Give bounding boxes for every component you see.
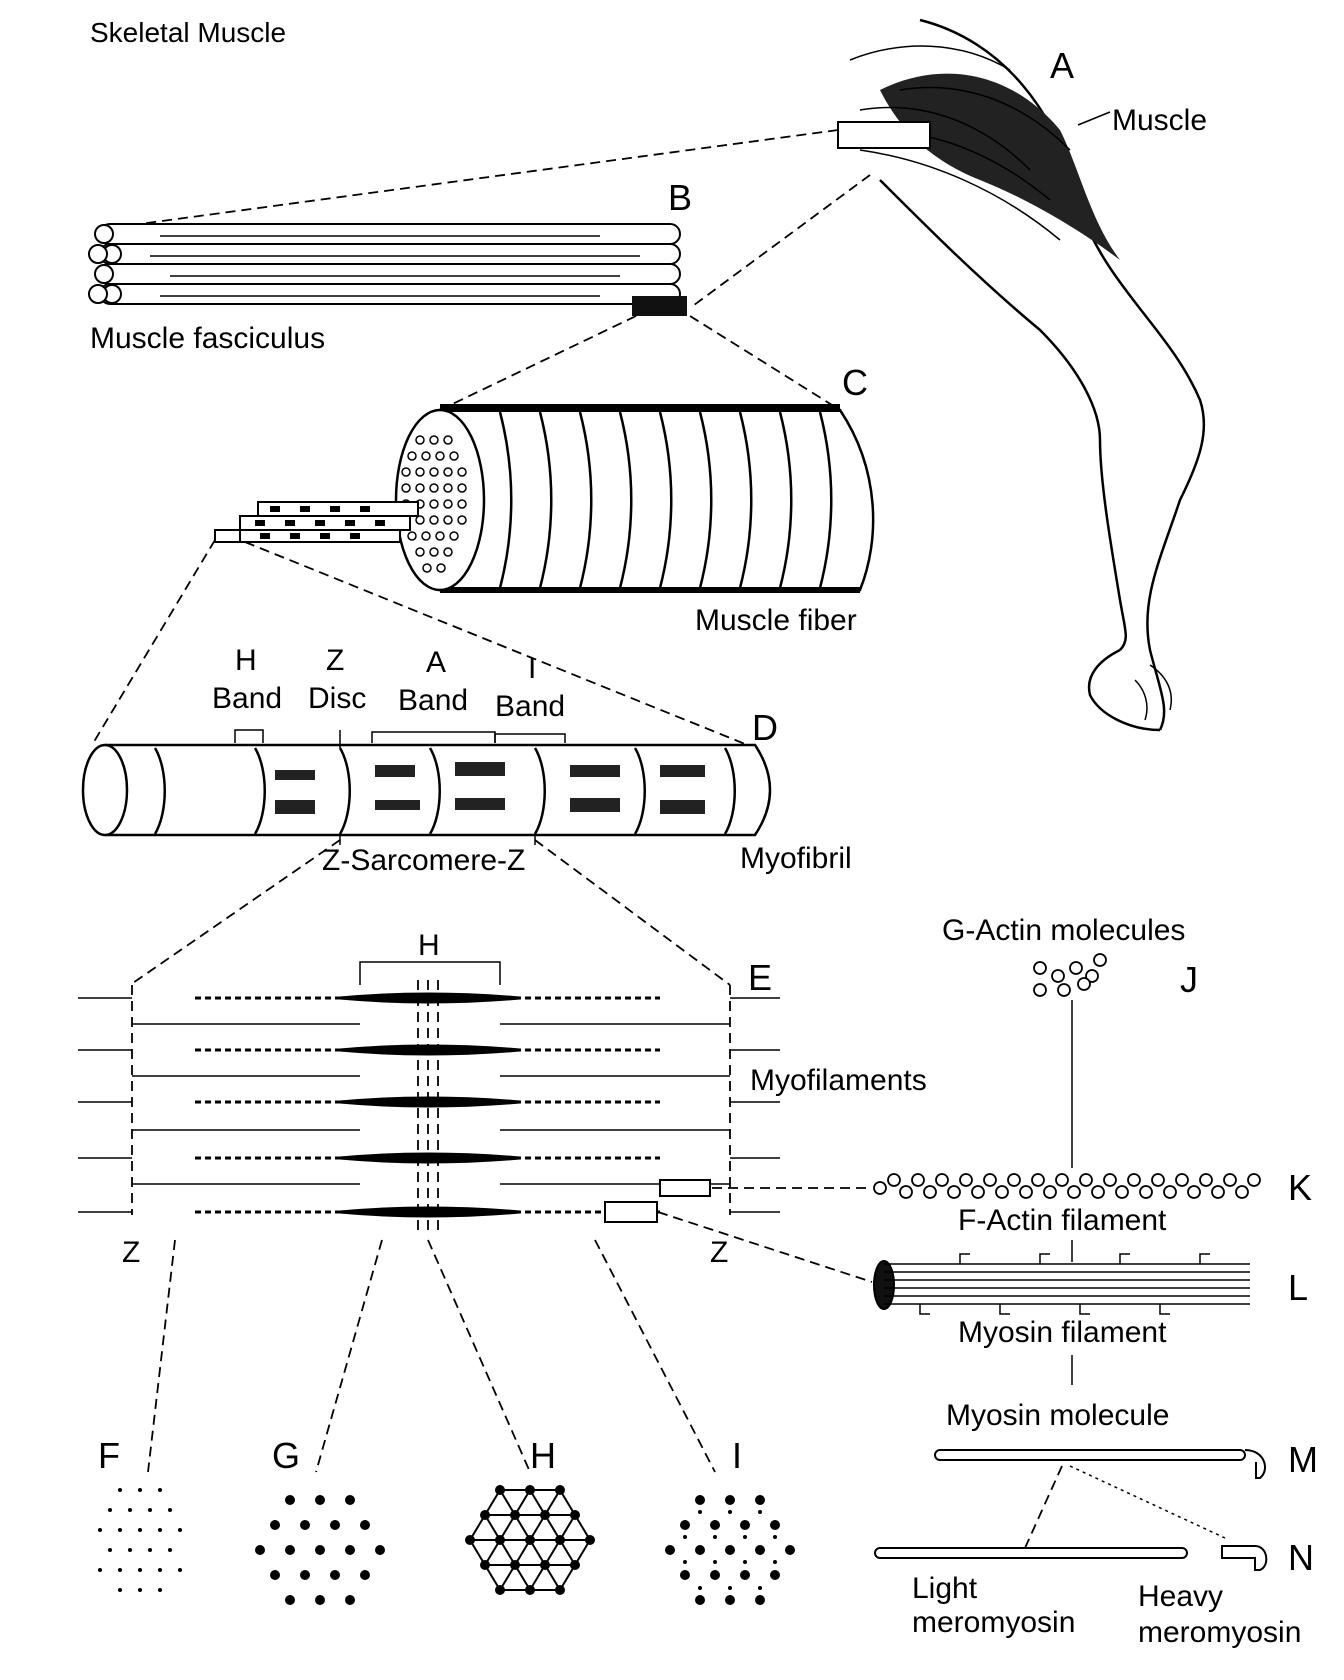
label-a: A [1050, 45, 1074, 86]
sarcomere-illustration [78, 961, 780, 1235]
label-myosin-molecule: Myosin molecule [946, 1399, 1169, 1432]
muscle-fiber-illustration [214, 404, 875, 593]
label-m: M [1288, 1439, 1318, 1480]
label-myosin-filament: Myosin filament [958, 1316, 1167, 1349]
leader-to-section-i [594, 1239, 716, 1473]
cross-section-h [465, 1485, 595, 1595]
label-sarcomere: Z-Sarcomere-Z [322, 844, 525, 877]
leader-fiber-to-myofibril-left [91, 539, 216, 746]
label-e: E [748, 957, 772, 998]
label-h-band-line1: H [235, 644, 257, 677]
label-i: I [732, 1435, 742, 1476]
cross-section-i [665, 1495, 795, 1605]
leader-to-section-f [147, 1239, 176, 1473]
label-l: L [1288, 1267, 1308, 1308]
label-k: K [1288, 1167, 1312, 1208]
label-h-band-line2: Band [212, 682, 282, 715]
label-heavy-line1: Heavy [1138, 1580, 1223, 1613]
myosin-filament-illustration [873, 1253, 1250, 1315]
leader-to-section-g [315, 1239, 383, 1473]
leader-to-section-h [427, 1239, 531, 1473]
label-f-actin-filament: F-Actin filament [958, 1204, 1167, 1237]
label-g: G [272, 1435, 300, 1476]
label-muscle-fiber: Muscle fiber [695, 604, 857, 637]
label-muscle: Muscle [1112, 104, 1207, 137]
label-i-band-line2: Band [495, 690, 565, 723]
label-i-band-line1: I [528, 652, 536, 685]
myosin-molecule-illustration [934, 1449, 1266, 1479]
myofibril-illustration [81, 729, 772, 845]
leader-fiber-to-myofibril-right [244, 541, 756, 749]
label-f: F [98, 1435, 120, 1476]
label-z-disc-line1: Z [326, 644, 344, 677]
label-b: B [668, 177, 692, 218]
leader-myofibril-to-sarcomere-left [129, 839, 341, 986]
label-a-band-line1: A [426, 646, 446, 679]
g-actin-molecules-illustration [1033, 953, 1107, 997]
label-a-band-line2: Band [398, 684, 468, 717]
label-z-disc-line2: Disc [308, 682, 366, 715]
cross-section-f [98, 1488, 182, 1592]
label-n: N [1288, 1537, 1314, 1578]
label-light-line1: Light [912, 1572, 978, 1605]
label-myofibril: Myofibril [740, 842, 852, 875]
label-light-line2: meromyosin [912, 1606, 1075, 1639]
leader-fasciculus-to-fiber-right [689, 315, 841, 411]
arm-illustration [837, 18, 1206, 732]
f-actin-filament-illustration [873, 1173, 1261, 1199]
leader-arm-to-fasciculus-top [109, 129, 839, 229]
leader-m-to-light [1024, 1465, 1063, 1549]
label-h-zone: H [418, 929, 440, 962]
leader-m-to-heavy [1069, 1465, 1226, 1539]
label-j: J [1180, 959, 1198, 1000]
label-muscle-fasciculus: Muscle fasciculus [90, 322, 325, 355]
label-z-left: Z [122, 1236, 140, 1269]
label-h: H [530, 1435, 556, 1476]
meromyosin-illustration [874, 1545, 1268, 1571]
leader-myofibril-to-sarcomere-right [534, 839, 731, 986]
cross-section-g [255, 1495, 385, 1605]
muscle-fasciculus-illustration [88, 223, 687, 316]
leader-to-myosin-filament [657, 1211, 873, 1283]
label-myofilaments: Myofilaments [750, 1064, 927, 1097]
leader-fasciculus-to-fiber-left [439, 315, 637, 411]
diagram-title: Skeletal Muscle [90, 17, 286, 48]
label-g-actin-molecules: G-Actin molecules [942, 914, 1185, 947]
label-c: C [842, 362, 868, 403]
label-heavy-line2: meromyosin [1138, 1616, 1301, 1649]
label-d: D [752, 707, 778, 748]
label-z-right: Z [710, 1236, 728, 1269]
leader-arm-to-fasciculus-bottom [689, 174, 871, 309]
